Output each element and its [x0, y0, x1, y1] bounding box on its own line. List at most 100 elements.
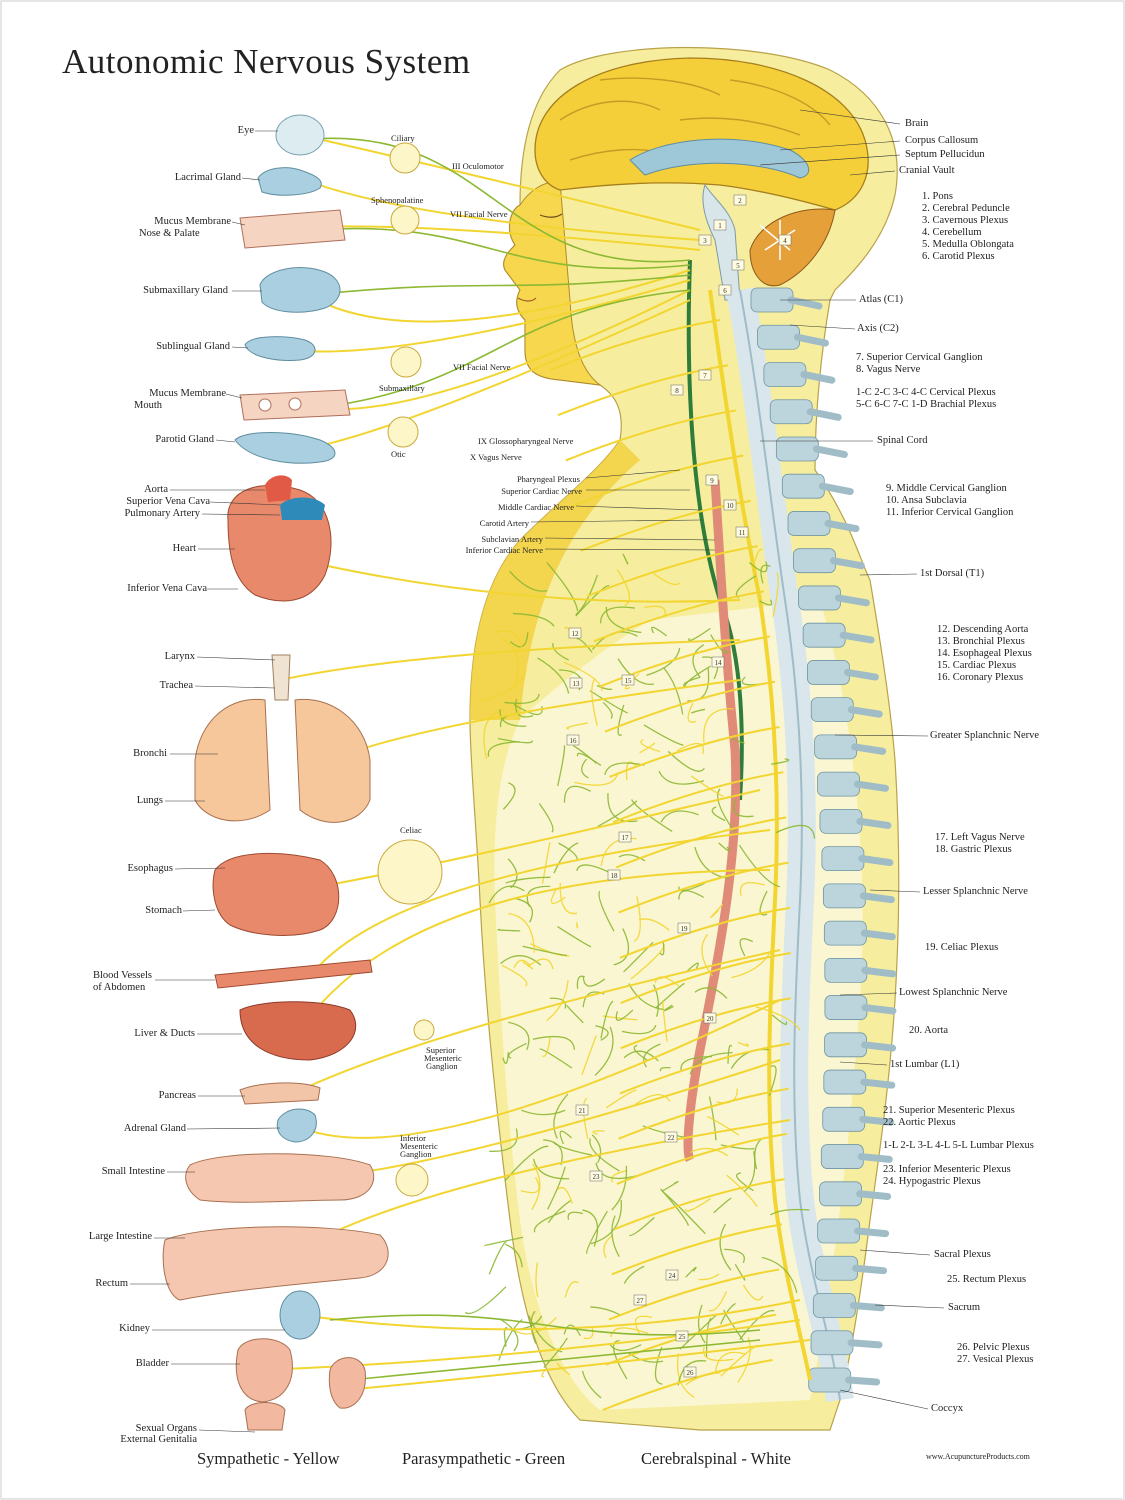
vertebra	[787, 511, 831, 536]
plexus-strand	[563, 661, 603, 692]
vertebra	[824, 957, 868, 983]
plexus-strand	[533, 1210, 566, 1233]
figure-number: 10	[727, 502, 735, 510]
list-entry: 15. Cardiac Plexus	[937, 660, 1017, 671]
plexus-strand	[685, 1266, 697, 1278]
vertebra	[823, 920, 867, 946]
vertebra	[822, 1106, 866, 1132]
vertebra-process	[793, 333, 829, 347]
leader-line	[779, 140, 901, 151]
figure-number: 12	[572, 630, 580, 638]
label-carotid-artery: Carotid Artery	[479, 518, 529, 528]
plexus-strand	[607, 793, 638, 823]
leader-line	[174, 867, 226, 870]
plexus-strand	[589, 1138, 620, 1172]
vertebra-process	[829, 557, 865, 570]
plexus-strand	[567, 1211, 583, 1220]
plexus-strand	[489, 1128, 518, 1152]
plexus-strand	[559, 1130, 572, 1145]
leader-line	[201, 513, 281, 516]
leader-line	[196, 656, 276, 661]
label-bladder: Bladder	[135, 1358, 169, 1369]
vertebra-process	[856, 817, 892, 829]
nerve-fiber	[299, 177, 701, 241]
label-parotid-gland: Parotid Gland	[155, 434, 214, 445]
list-entry: 1-L 2-L 3-L 4-L 5-L Lumbar Plexus	[883, 1140, 1034, 1151]
list-entry: 5-C 6-C 7-C 1-D Brachial Plexus	[856, 399, 997, 410]
vertebra	[757, 324, 800, 350]
plexus-strand	[464, 1286, 507, 1315]
vertebra-process	[834, 594, 870, 607]
plexus-strand	[535, 1262, 539, 1298]
plexus-strand	[508, 912, 536, 953]
plexus-strand	[644, 605, 666, 617]
plexus-strand	[507, 1042, 527, 1059]
list-entry: 12. Descending Aorta	[937, 624, 1029, 635]
list-entry: 8. Vagus Nerve	[856, 364, 921, 375]
vertebra	[815, 1255, 858, 1281]
plexus-strand	[655, 982, 685, 1009]
plexus-strand	[505, 1243, 523, 1268]
plexus-strand	[547, 1200, 571, 1224]
plexus-strand	[552, 642, 569, 661]
nerve-fiber	[319, 829, 771, 966]
sympathetic-ramus	[609, 725, 780, 778]
plexus-strand	[605, 1089, 637, 1109]
leader-line	[869, 889, 921, 893]
vertebra-process	[861, 1041, 897, 1052]
nerve-fibers	[261, 134, 811, 1391]
plexus-strand	[547, 1166, 566, 1210]
figure-number-marker: 10	[723, 499, 737, 511]
plexus-strand	[748, 561, 768, 573]
figure-number: 20	[707, 1015, 715, 1023]
label-external-genitalia: External Genitalia	[120, 1434, 197, 1445]
vertebra-process	[800, 370, 836, 384]
figure-number-marker: 19	[677, 922, 691, 934]
plexus-strand	[487, 741, 520, 757]
plexus-strand	[522, 945, 567, 957]
vertebra-process	[839, 631, 875, 644]
plexus-strand	[646, 647, 681, 677]
plexus-strand	[501, 638, 519, 687]
plexus-strand	[660, 1188, 690, 1226]
plexus-strand	[623, 1265, 645, 1284]
label-middle-cardiac-nerve: Middle Cardiac Nerve	[498, 502, 574, 512]
label-pancreas: Pancreas	[158, 1090, 196, 1101]
list-entry: 1. Pons	[922, 191, 953, 202]
sympathetic-ramus	[620, 952, 791, 1004]
label-corpus-callosum: Corpus Callosum	[905, 135, 979, 146]
vertebra	[819, 808, 863, 834]
figure-number-marker: 11	[735, 526, 749, 538]
sympathetic-ramus	[549, 319, 721, 371]
nerve-fiber	[294, 999, 781, 1139]
plexus-strand	[683, 676, 701, 687]
plexus-strand	[702, 1346, 734, 1362]
vertebra-process	[845, 1376, 881, 1386]
plexus-strand	[532, 1036, 576, 1050]
plexus-strand	[590, 1306, 621, 1316]
figure-number-marker: 16	[566, 734, 580, 746]
vertebra	[817, 771, 860, 797]
list-aorta: 20. Aorta	[909, 1025, 948, 1037]
figure-number: 17	[622, 834, 630, 842]
plexus-strand	[658, 770, 704, 785]
figure-number-marker: 7	[698, 369, 712, 381]
label-sexual-organs: Sexual Organs	[135, 1423, 197, 1434]
plexus-strand	[591, 1134, 602, 1164]
plexus-strand	[509, 570, 548, 592]
list-entry: 10. Ansa Subclavia	[886, 495, 967, 506]
label-superior-mesenteric-3: Ganglion	[426, 1061, 458, 1071]
figure-number-marker: 4	[778, 234, 792, 246]
label-otic-ganglion: Otic	[391, 449, 406, 459]
plexus-strand	[574, 772, 619, 786]
plexus-strand	[659, 1066, 671, 1072]
plexus-strand	[575, 574, 599, 616]
plexus-strand	[594, 1026, 614, 1076]
plexus-strand	[500, 955, 542, 966]
label-of-abdomen: of Abdomen	[93, 982, 146, 993]
figure-number: 8	[675, 387, 679, 395]
label-axis: Axis (C2)	[857, 323, 899, 334]
vertebra-process	[852, 1264, 888, 1275]
